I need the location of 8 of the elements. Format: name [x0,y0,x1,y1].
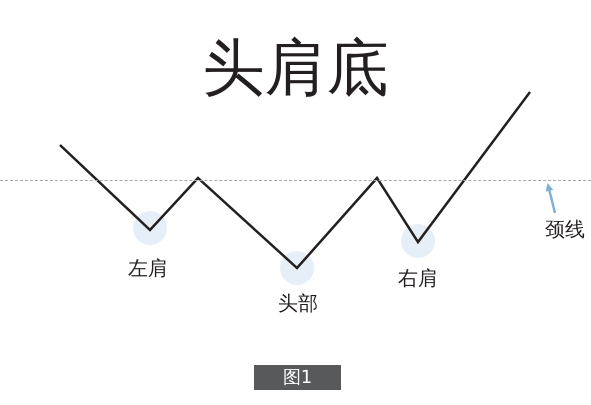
neckline-label: 颈线 [540,217,590,241]
title: 头肩底 [202,30,390,106]
leader-arrow [546,183,556,214]
point-label: 右肩 [397,266,439,290]
point-label: 头部 [277,291,319,315]
caption: 图1 [254,365,341,390]
neckline [0,180,591,181]
point-label: 左肩 [127,256,169,280]
